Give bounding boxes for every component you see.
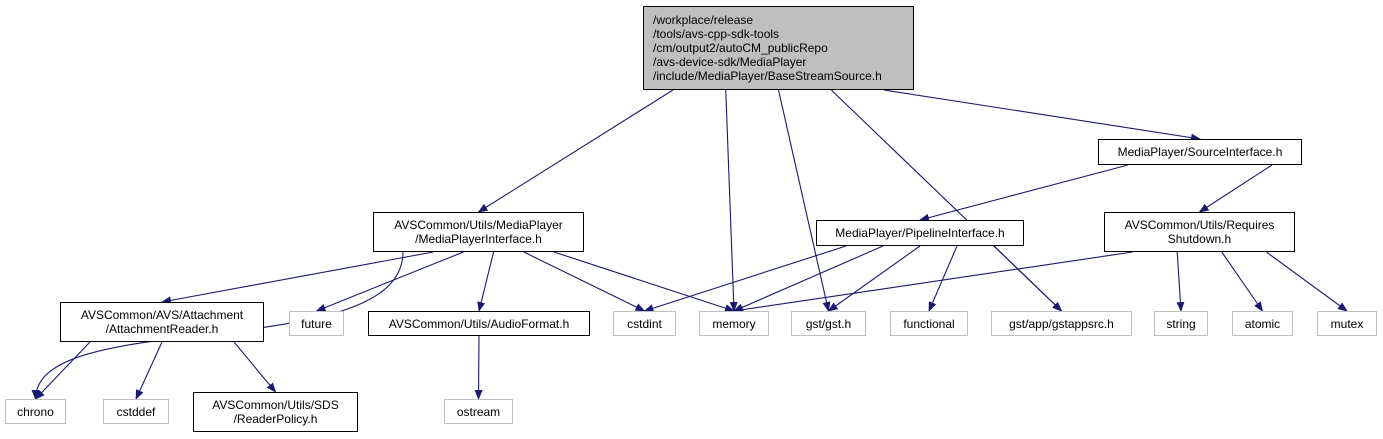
node-label: /ReaderPolicy.h xyxy=(233,412,318,426)
functional-header-node[interactable]: functional xyxy=(890,311,968,336)
node-label: cstdint xyxy=(627,316,662,331)
node-label: atomic xyxy=(1244,316,1281,331)
include-edge-pipeline_interface-to-gstappsrc xyxy=(993,245,1063,312)
include-edge-root-to-memory xyxy=(725,89,738,312)
root-file-node[interactable]: /workplace/release /tools/avs-cpp-sdk-to… xyxy=(643,6,914,90)
node-label: /AttachmentReader.h xyxy=(105,322,219,336)
root-file-path-line: /workplace/release xyxy=(653,13,754,27)
include-edge-attachment_reader-to-cstddef xyxy=(135,341,163,400)
chrono-header-node[interactable]: chrono xyxy=(5,399,66,424)
include-edge-media_player_interface-to-future xyxy=(315,251,464,312)
node-label: ostream xyxy=(456,404,501,419)
node-label: gst/app/gstappsrc.h xyxy=(1009,316,1114,331)
future-header-node[interactable]: future xyxy=(289,311,344,336)
atomic-header-node[interactable]: atomic xyxy=(1232,311,1293,336)
include-edge-media_player_interface-to-memory xyxy=(553,251,735,312)
media-player-interface-node[interactable]: AVSCommon/Utils/MediaPlayer /MediaPlayer… xyxy=(373,212,584,252)
node-label: AVSCommon/Utils/MediaPlayer xyxy=(394,218,563,232)
include-edge-pipeline_interface-to-gst xyxy=(827,245,921,312)
include-edge-media_player_interface-to-attachment_reader xyxy=(161,251,434,305)
root-file-path-line: /tools/avs-cpp-sdk-tools xyxy=(653,27,780,41)
node-label: chrono xyxy=(17,404,54,419)
include-edge-root-to-gst xyxy=(777,89,831,312)
include-edge-media_player_interface-to-cstdint xyxy=(523,251,646,312)
node-label: /MediaPlayerInterface.h xyxy=(415,232,542,246)
root-file-path-line: /cm/output2/autoCM_publicRepo xyxy=(653,41,828,55)
include-edge-pipeline_interface-to-memory xyxy=(733,245,884,312)
node-label: string xyxy=(1166,316,1196,331)
include-edge-source_interface-to-requires_shutdown xyxy=(1198,164,1273,213)
include-edge-requires_shutdown-to-string xyxy=(1176,251,1185,312)
include-edge-attachment_reader-to-reader_policy xyxy=(233,341,277,393)
gst-header-node[interactable]: gst/gst.h xyxy=(791,311,866,336)
node-label: mutex xyxy=(1330,316,1364,331)
include-edge-pipeline_interface-to-cstdint xyxy=(643,245,847,313)
include-edge-media_player_interface-to-audio_format xyxy=(477,251,495,312)
node-label: AVSCommon/Utils/Requires xyxy=(1124,218,1275,232)
cstddef-header-node[interactable]: cstddef xyxy=(103,399,169,424)
node-label: future xyxy=(301,316,332,331)
node-label: cstddef xyxy=(116,404,156,419)
audio-format-node[interactable]: AVSCommon/Utils/AudioFormat.h xyxy=(368,311,590,336)
pipeline-interface-node[interactable]: MediaPlayer/PipelineInterface.h xyxy=(816,220,1024,246)
node-label: gst/gst.h xyxy=(805,316,852,331)
include-edge-attachment_reader-to-chrono xyxy=(34,341,91,400)
mutex-header-node[interactable]: mutex xyxy=(1317,311,1377,336)
ostream-header-node[interactable]: ostream xyxy=(444,399,513,424)
root-file-path-line: /avs-device-sdk/MediaPlayer xyxy=(653,55,807,69)
include-edge-requires_shutdown-to-memory xyxy=(733,251,1133,314)
include-edge-requires_shutdown-to-mutex xyxy=(1266,251,1348,312)
requires-shutdown-node[interactable]: AVSCommon/Utils/Requires Shutdown.h xyxy=(1104,212,1295,252)
node-label: memory xyxy=(712,316,756,331)
cstdint-header-node[interactable]: cstdint xyxy=(613,311,676,336)
include-edge-source_interface-to-pipeline_interface xyxy=(919,164,1129,222)
node-label: MediaPlayer/PipelineInterface.h xyxy=(835,226,1005,240)
include-edge-audio_format-to-ostream xyxy=(474,335,483,400)
attachment-reader-node[interactable]: AVSCommon/AVS/Attachment /AttachmentRead… xyxy=(60,302,264,342)
memory-header-node[interactable]: memory xyxy=(699,311,769,336)
root-file-path-line: /include/MediaPlayer/BaseStreamSource.h xyxy=(653,69,882,83)
include-edge-root-to-media_player_interface xyxy=(477,89,674,213)
include-edge-pipeline_interface-to-functional xyxy=(928,245,958,312)
string-header-node[interactable]: string xyxy=(1154,311,1208,336)
node-label: Shutdown.h xyxy=(1167,232,1232,246)
node-label: AVSCommon/Utils/SDS xyxy=(212,398,339,412)
node-label: MediaPlayer/SourceInterface.h xyxy=(1117,145,1283,159)
include-edge-requires_shutdown-to-atomic xyxy=(1221,251,1264,312)
include-edge-root-to-source_interface xyxy=(883,89,1201,142)
node-label: functional xyxy=(903,316,955,331)
node-label: AVSCommon/AVS/Attachment xyxy=(80,308,244,322)
source-interface-node[interactable]: MediaPlayer/SourceInterface.h xyxy=(1098,139,1302,165)
node-label: AVSCommon/Utils/AudioFormat.h xyxy=(388,316,570,331)
gstappsrc-header-node[interactable]: gst/app/gstappsrc.h xyxy=(991,311,1132,336)
reader-policy-node[interactable]: AVSCommon/Utils/SDS /ReaderPolicy.h xyxy=(193,392,358,432)
